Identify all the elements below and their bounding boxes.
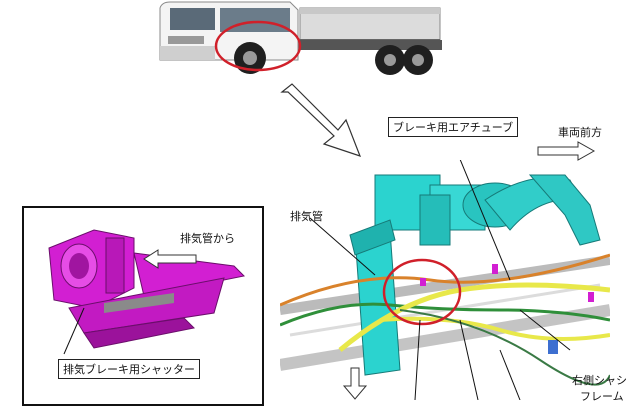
hollow-arrow-down-icon [342, 367, 368, 400]
shutter-inset: 排気管から 排気ブレーキ用シャッター [22, 206, 264, 406]
label-right-chassis-frame-2: フレーム [580, 390, 624, 403]
label-right-chassis-frame-1: 右側シャシ [572, 374, 627, 387]
truck-photo [159, 1, 442, 75]
label-exhaust-brake-shutter: 排気ブレーキ用シャッター [58, 359, 200, 379]
orange-tube [280, 253, 610, 307]
hollow-arrow-down-right-icon [280, 83, 362, 157]
label-exhaust-pipe: 排気管 [290, 210, 323, 223]
label-vehicle-front: 車両前方 [558, 126, 602, 139]
shutter-part [48, 229, 246, 349]
hollow-arrow-left-icon [143, 249, 197, 269]
label-brake-air-tube: ブレーキ用エアチューブ [388, 117, 519, 137]
exhaust-system-diagram [280, 160, 610, 400]
engine-assembly [374, 174, 601, 246]
label-from-exhaust-pipe: 排気管から [180, 232, 235, 245]
green-tube [280, 302, 610, 327]
highlight-circle-diagram [382, 258, 462, 326]
highlight-circle-truck [214, 20, 302, 72]
exhaust-brake-shutter-drawing [48, 229, 246, 355]
hollow-arrow-right-icon [537, 141, 596, 161]
